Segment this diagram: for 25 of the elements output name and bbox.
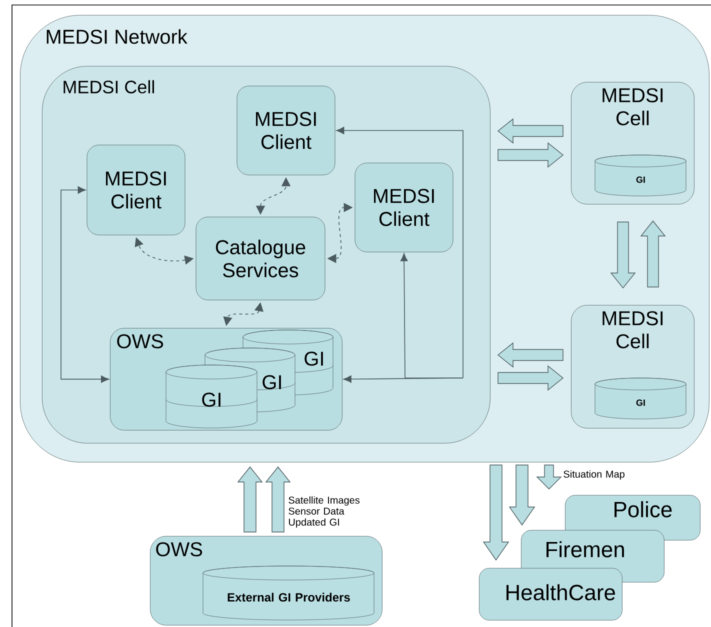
- block-arrow: [640, 220, 666, 288]
- database-cylinder: External GI Providers: [202, 566, 374, 620]
- block-arrow: [497, 342, 564, 368]
- edge-label: Situation Map: [564, 470, 624, 480]
- client-box: MEDSI Client: [236, 86, 336, 176]
- client-box: MEDSI Client: [86, 144, 186, 236]
- block-arrow: [498, 142, 564, 168]
- database-cylinder: GI: [166, 364, 258, 428]
- block-arrow: [237, 466, 263, 532]
- client-box: MEDSI Client: [354, 162, 454, 252]
- block-arrow: [508, 464, 536, 526]
- block-arrow: [610, 222, 636, 289]
- block-arrow: [498, 365, 564, 391]
- connector-arrow: [60, 186, 109, 383]
- block-arrow: [265, 466, 291, 532]
- block-arrow: [497, 118, 564, 144]
- organization-box: HealthCare: [479, 568, 622, 620]
- block-arrow: [482, 464, 510, 561]
- connector-arrow: [336, 126, 464, 378]
- connector-arrow: [343, 375, 464, 383]
- database-cylinder: GI: [594, 378, 686, 420]
- database-cylinder: GI: [594, 154, 686, 196]
- service-box: Catalogue Services: [196, 216, 326, 300]
- block-arrow: [536, 464, 562, 490]
- edge-label: Satellite Images Sensor Data Updated GI: [288, 496, 360, 528]
